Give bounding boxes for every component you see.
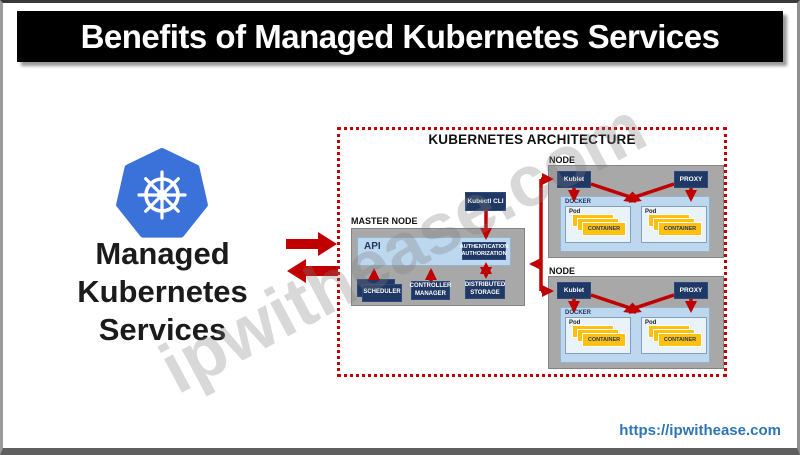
distributed-storage-box: DISTRIBUTED STORAGE bbox=[465, 280, 505, 299]
managed-k8s-caption: Managed Kubernetes Services bbox=[40, 235, 285, 349]
logo-helm-wheel bbox=[137, 170, 187, 220]
caption-line-1: Managed bbox=[95, 236, 230, 271]
page-title: Benefits of Managed Kubernetes Services bbox=[80, 17, 720, 55]
node-2-pod-1-label: Pod bbox=[569, 320, 581, 326]
controller-line-1: CONTROLLER bbox=[409, 283, 452, 289]
node-1-proxy-box: PROXY bbox=[674, 171, 708, 188]
kubectl-cli-label: Kubectl CLI bbox=[467, 198, 504, 205]
node-2-pod-1: Pod CONTAINER bbox=[565, 317, 631, 354]
controller-line-2: MANAGER bbox=[415, 290, 446, 297]
caption-line-3: Services bbox=[98, 312, 227, 347]
node-2-pod-2-label: Pod bbox=[645, 320, 657, 326]
worker-node-1: NODE Kublet PROXY DOCKER Pod CONTAINER P… bbox=[548, 155, 724, 258]
node-1-docker-box: DOCKER Pod CONTAINER Pod CONTAINER bbox=[560, 196, 710, 252]
node-1-proxy-label: PROXY bbox=[679, 176, 703, 183]
container-label: CONTAINER bbox=[587, 337, 621, 343]
architecture-dotted-frame bbox=[337, 127, 727, 377]
storage-line-1: DISTRIBUTED bbox=[464, 282, 506, 288]
master-node-label: MASTER NODE bbox=[351, 216, 418, 226]
container-label: CONTAINER bbox=[663, 337, 697, 343]
kubernetes-logo-icon bbox=[116, 148, 208, 238]
node-2-kublet-box: Kublet bbox=[557, 282, 591, 299]
node-2-docker-label: DOCKER bbox=[565, 310, 592, 316]
header-banner: Benefits of Managed Kubernetes Services bbox=[17, 11, 783, 62]
node-2-label: NODE bbox=[549, 266, 576, 276]
site-url-link[interactable]: https://ipwithease.com bbox=[619, 422, 781, 439]
architecture-title: KUBERNETES ARCHITECTURE bbox=[428, 132, 636, 147]
node-1-pod-2-label: Pod bbox=[645, 209, 657, 215]
logo-hub bbox=[156, 189, 168, 201]
caption-line-2: Kubernetes bbox=[77, 274, 248, 309]
node-2-pod-2-container: CONTAINER bbox=[658, 333, 702, 347]
node-1-kublet-box: Kublet bbox=[557, 171, 591, 188]
node-2-pod-1-container: CONTAINER bbox=[582, 333, 626, 347]
auth-line-1: AUTHENTICATION bbox=[459, 244, 509, 250]
node-1-pod-2-container: CONTAINER bbox=[658, 222, 702, 236]
kubectl-cli-box: Kubectl CLI bbox=[465, 192, 506, 211]
node-1-kublet-label: Kublet bbox=[563, 176, 585, 183]
node-1-pod-1: Pod CONTAINER bbox=[565, 206, 631, 243]
node-2-proxy-label: PROXY bbox=[679, 287, 703, 294]
authentication-authorization-box: AUTHENTICATION AUTHORIZATION bbox=[459, 242, 509, 260]
flow-arrow-right-icon bbox=[286, 232, 337, 256]
node-2-pod-2: Pod CONTAINER bbox=[641, 317, 707, 354]
controller-manager-box: CONTROLLER MANAGER bbox=[409, 281, 452, 300]
node-2-proxy-box: PROXY bbox=[674, 282, 708, 299]
container-label: CONTAINER bbox=[663, 226, 697, 232]
storage-line-2: STORAGE bbox=[470, 289, 500, 296]
api-label: API bbox=[364, 241, 381, 252]
scheduler-label: SCHEDULER bbox=[363, 289, 401, 296]
node-1-docker-label: DOCKER bbox=[565, 199, 592, 205]
node-1-pod-1-label: Pod bbox=[569, 209, 581, 215]
node-2-docker-box: DOCKER Pod CONTAINER Pod CONTAINER bbox=[560, 307, 710, 363]
node-2-kublet-label: Kublet bbox=[563, 287, 585, 294]
worker-node-2: NODE Kublet PROXY DOCKER Pod CONTAINER P… bbox=[548, 266, 724, 369]
auth-line-2: AUTHORIZATION bbox=[461, 251, 507, 257]
container-label: CONTAINER bbox=[587, 226, 621, 232]
node-1-label: NODE bbox=[549, 155, 576, 165]
node-1-pod-2: Pod CONTAINER bbox=[641, 206, 707, 243]
flow-arrow-left-icon bbox=[287, 259, 338, 283]
node-1-pod-1-container: CONTAINER bbox=[582, 222, 626, 236]
scheduler-box: SCHEDULER bbox=[362, 284, 402, 302]
